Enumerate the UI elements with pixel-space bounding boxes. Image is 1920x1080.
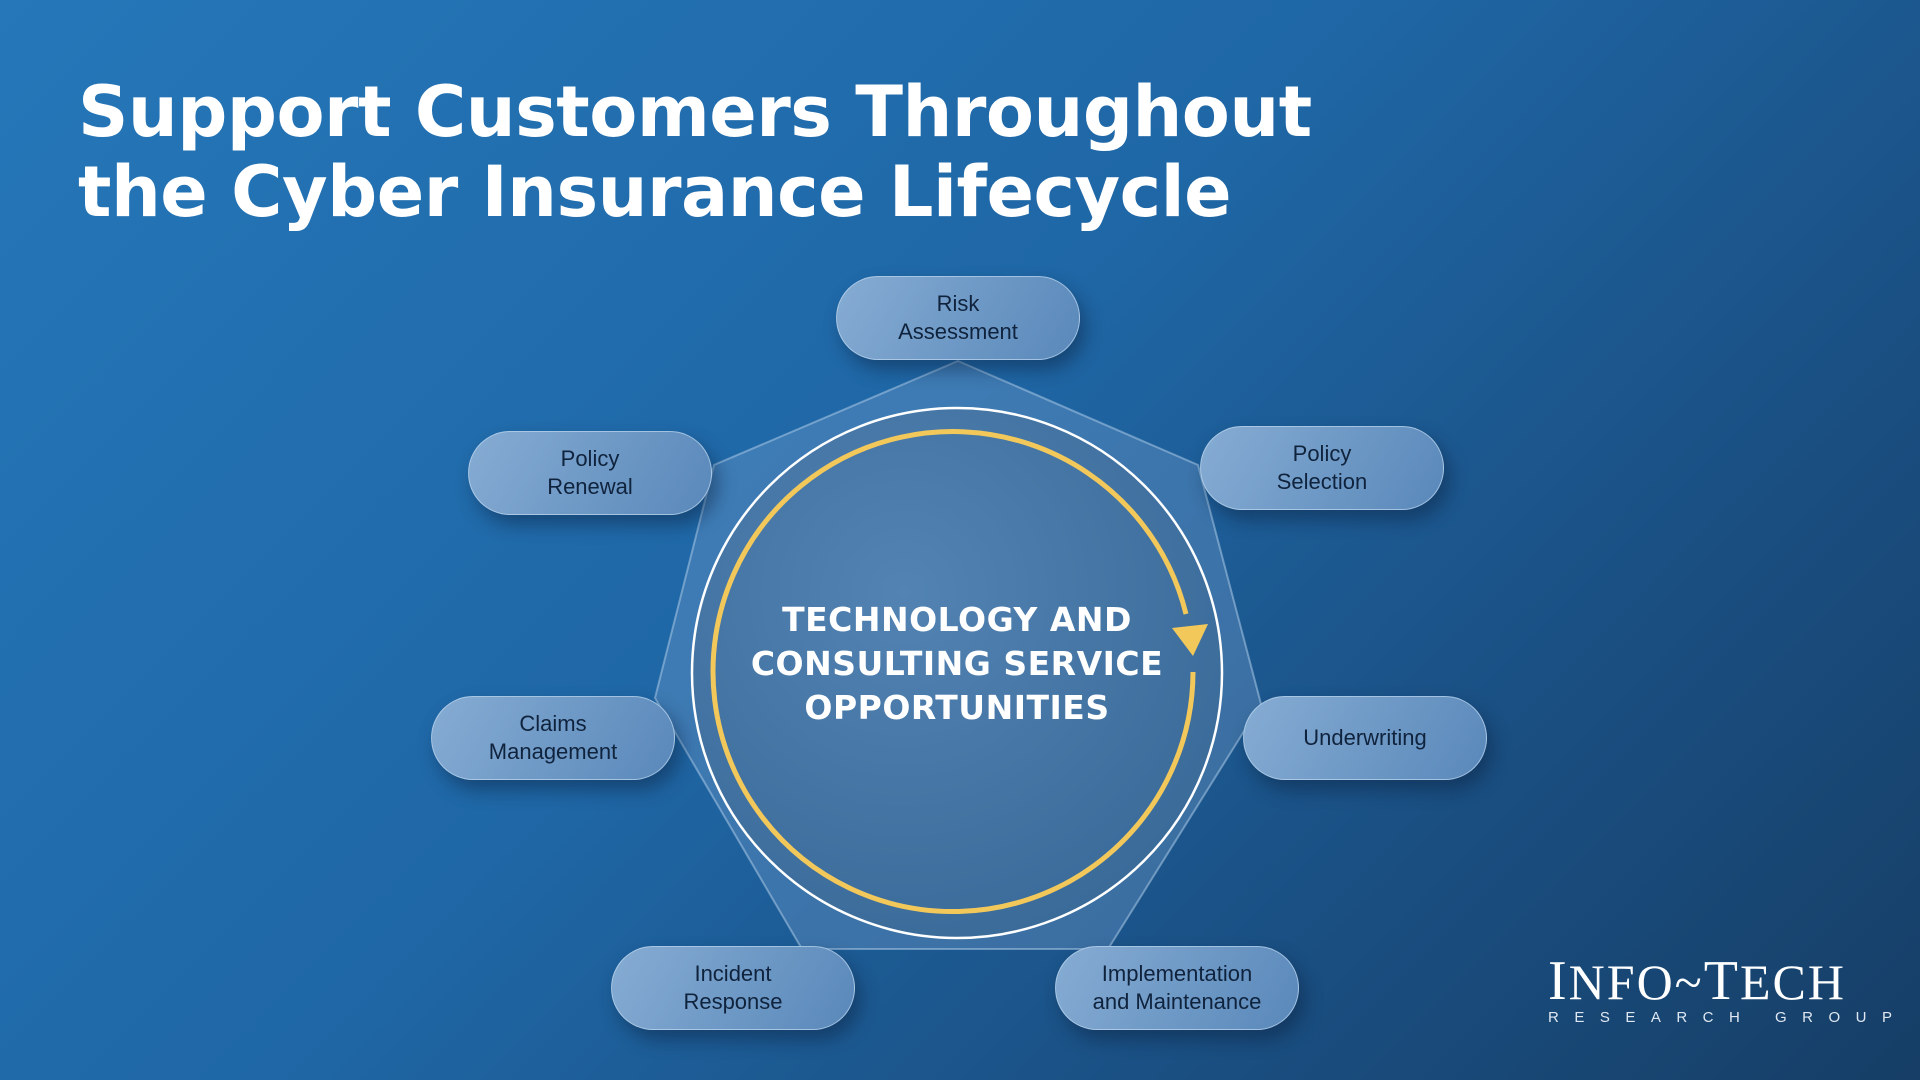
logo-subtitle: RESEARCH GROUP: [1548, 1009, 1908, 1026]
outer-white-ring: [690, 406, 1224, 940]
stage-underwriting: Underwriting: [1243, 696, 1487, 780]
center-label: TECHNOLOGY AND CONSULTING SERVICE OPPORT…: [707, 598, 1207, 730]
title-line-1: Support Customers Throughout: [78, 71, 1312, 153]
info-tech-logo: INFO~TECH RESEARCH GROUP: [1548, 950, 1908, 1027]
center-line-2: CONSULTING SERVICE: [750, 644, 1164, 683]
page-title: Support Customers Throughout the Cyber I…: [78, 72, 1312, 232]
center-line-3: OPPORTUNITIES: [804, 688, 1110, 727]
cycle-arrowhead-icon: [1172, 624, 1208, 656]
title-line-2: the Cyber Insurance Lifecycle: [78, 151, 1232, 233]
cycle-arrow-arc: [710, 429, 1196, 914]
logo-wordmark: INFO~TECH: [1548, 950, 1846, 1012]
center-line-1: TECHNOLOGY AND: [782, 600, 1132, 639]
